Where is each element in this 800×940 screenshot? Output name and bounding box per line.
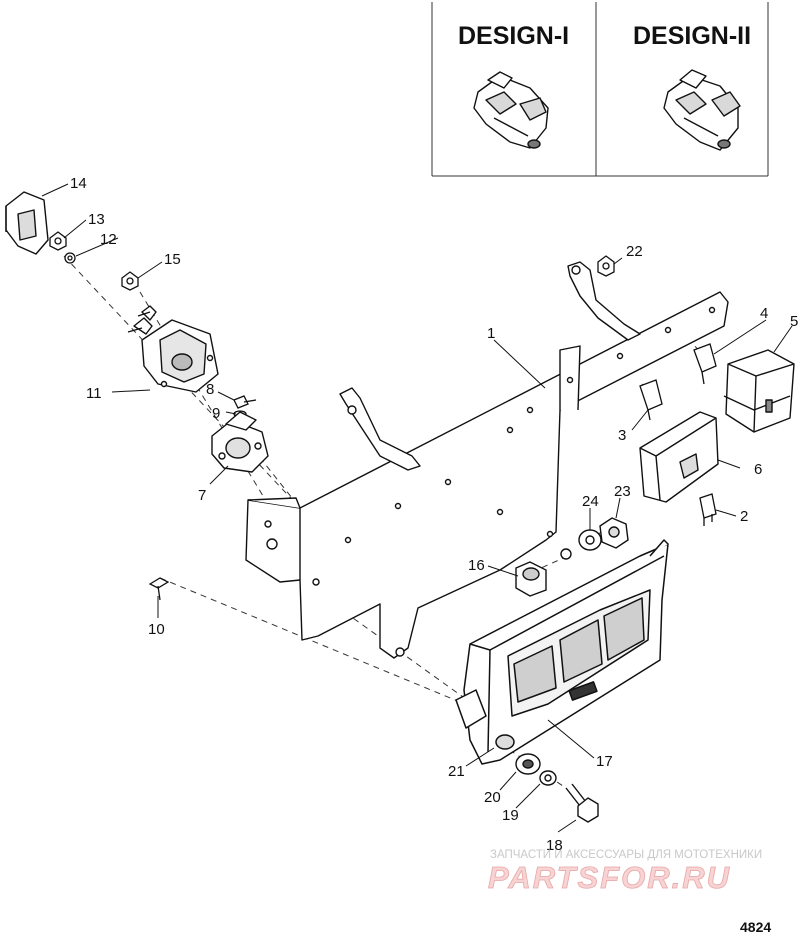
- design-2-connector: [663, 69, 741, 151]
- relay: [723, 349, 795, 433]
- callout-12: 12: [100, 231, 117, 248]
- mounting-bracket: [245, 261, 729, 659]
- callout-7: 7: [198, 487, 206, 504]
- callout-16: 16: [468, 557, 485, 574]
- bolt-18: [565, 783, 599, 823]
- callout-10: 10: [148, 621, 165, 638]
- engine-control-module: [455, 539, 669, 765]
- callout-19: 19: [502, 807, 519, 824]
- design-1-label: DESIGN-I: [458, 22, 569, 50]
- watermark-caption: ЗАПЧАСТИ И АКСЕССУАРЫ ДЛЯ МОТОТЕХНИКИ: [490, 849, 762, 861]
- callout-20: 20: [484, 789, 501, 806]
- callout-11: 11: [86, 385, 102, 402]
- terminal-boot: [5, 191, 49, 255]
- callout-4: 4: [760, 305, 768, 322]
- nut-22: [597, 255, 615, 277]
- callout-9: 9: [212, 405, 220, 422]
- callout-6: 6: [754, 461, 762, 478]
- callout-18: 18: [546, 837, 563, 854]
- design-2-label: DESIGN-II: [633, 22, 751, 50]
- design-inset-panels: [431, 2, 769, 177]
- small-hardware-top: [49, 231, 139, 291]
- callout-14: 14: [70, 175, 87, 192]
- callout-1: 1: [487, 325, 495, 342]
- design-1-connector: [473, 71, 549, 149]
- callout-22: 22: [626, 243, 643, 260]
- watermark: ЗАПЧАСТИ И АКСЕССУАРЫ ДЛЯ МОТОТЕХНИКИ PA…: [488, 849, 763, 895]
- washer-19: [539, 770, 557, 786]
- callout-21: 21: [448, 763, 465, 780]
- watermark-brand: PARTSFOR.RU: [488, 860, 731, 895]
- leader-lines: [41, 183, 793, 833]
- figure-number: 4824: [740, 919, 771, 935]
- grommet-16: [515, 561, 547, 597]
- callout-numbers: 1 2 3 4 5 6 7 8 9 10 11 12 13 14 15 16 1…: [70, 175, 798, 854]
- sensor-module: [211, 411, 269, 473]
- callout-2: 2: [740, 508, 748, 525]
- screw-10: [148, 577, 170, 601]
- callout-5: 5: [790, 313, 798, 330]
- blade-fuse: [699, 493, 717, 526]
- callout-15: 15: [164, 251, 181, 268]
- callout-13: 13: [88, 211, 105, 228]
- callout-8: 8: [206, 381, 214, 398]
- grommet-20: [515, 753, 541, 775]
- washer-24-nut-23: [578, 517, 629, 551]
- callout-17: 17: [596, 753, 613, 770]
- fuse-cover: [639, 411, 719, 503]
- callout-3: 3: [618, 427, 626, 444]
- starter-solenoid: [127, 305, 219, 393]
- callout-24: 24: [582, 493, 599, 510]
- clips-3-4: [639, 343, 717, 421]
- callout-23: 23: [614, 483, 631, 500]
